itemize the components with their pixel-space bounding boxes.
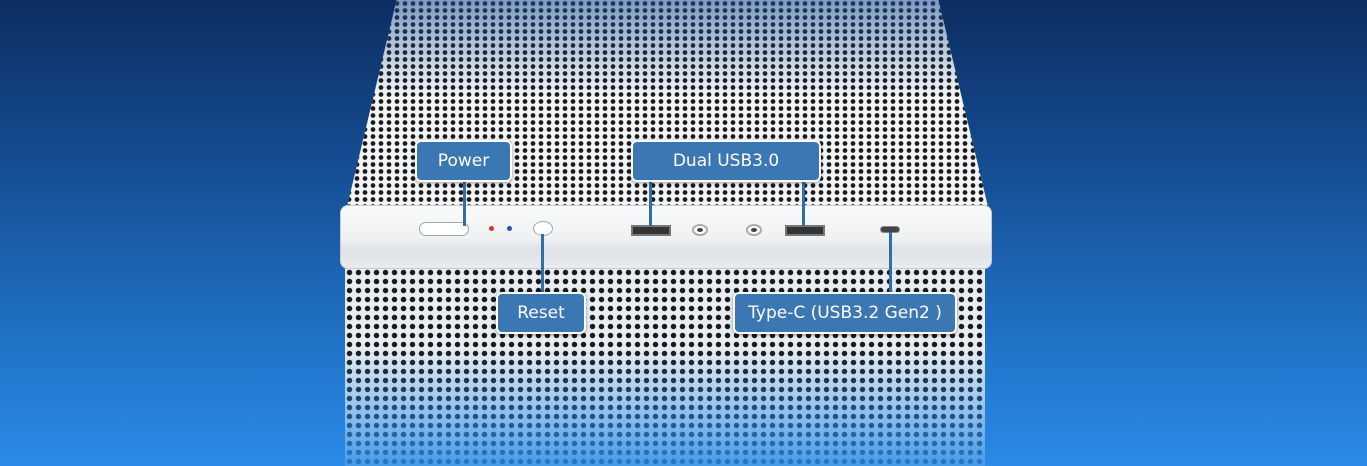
mic-jack-icon: [746, 224, 762, 236]
usb-left-connector: [649, 180, 652, 226]
audio-jack-icon: [692, 224, 708, 236]
case-top-mesh: [345, 0, 990, 215]
reset-label: Reset: [496, 292, 586, 334]
usb-port-left: [631, 225, 671, 236]
reset-connector: [541, 234, 544, 294]
power-connector: [463, 180, 466, 226]
power-button: [419, 222, 469, 236]
power-led-icon: [489, 226, 494, 231]
dual-usb-label: Dual USB3.0: [631, 140, 821, 182]
type-c-connector: [889, 232, 892, 294]
front-io-panel: [340, 205, 992, 269]
power-label: Power: [415, 140, 512, 182]
type-c-label: Type-C (USB3.2 Gen2 ): [733, 292, 957, 334]
hdd-led-icon: [507, 226, 512, 231]
usb-right-connector: [802, 180, 805, 226]
usb-port-right: [785, 225, 825, 236]
